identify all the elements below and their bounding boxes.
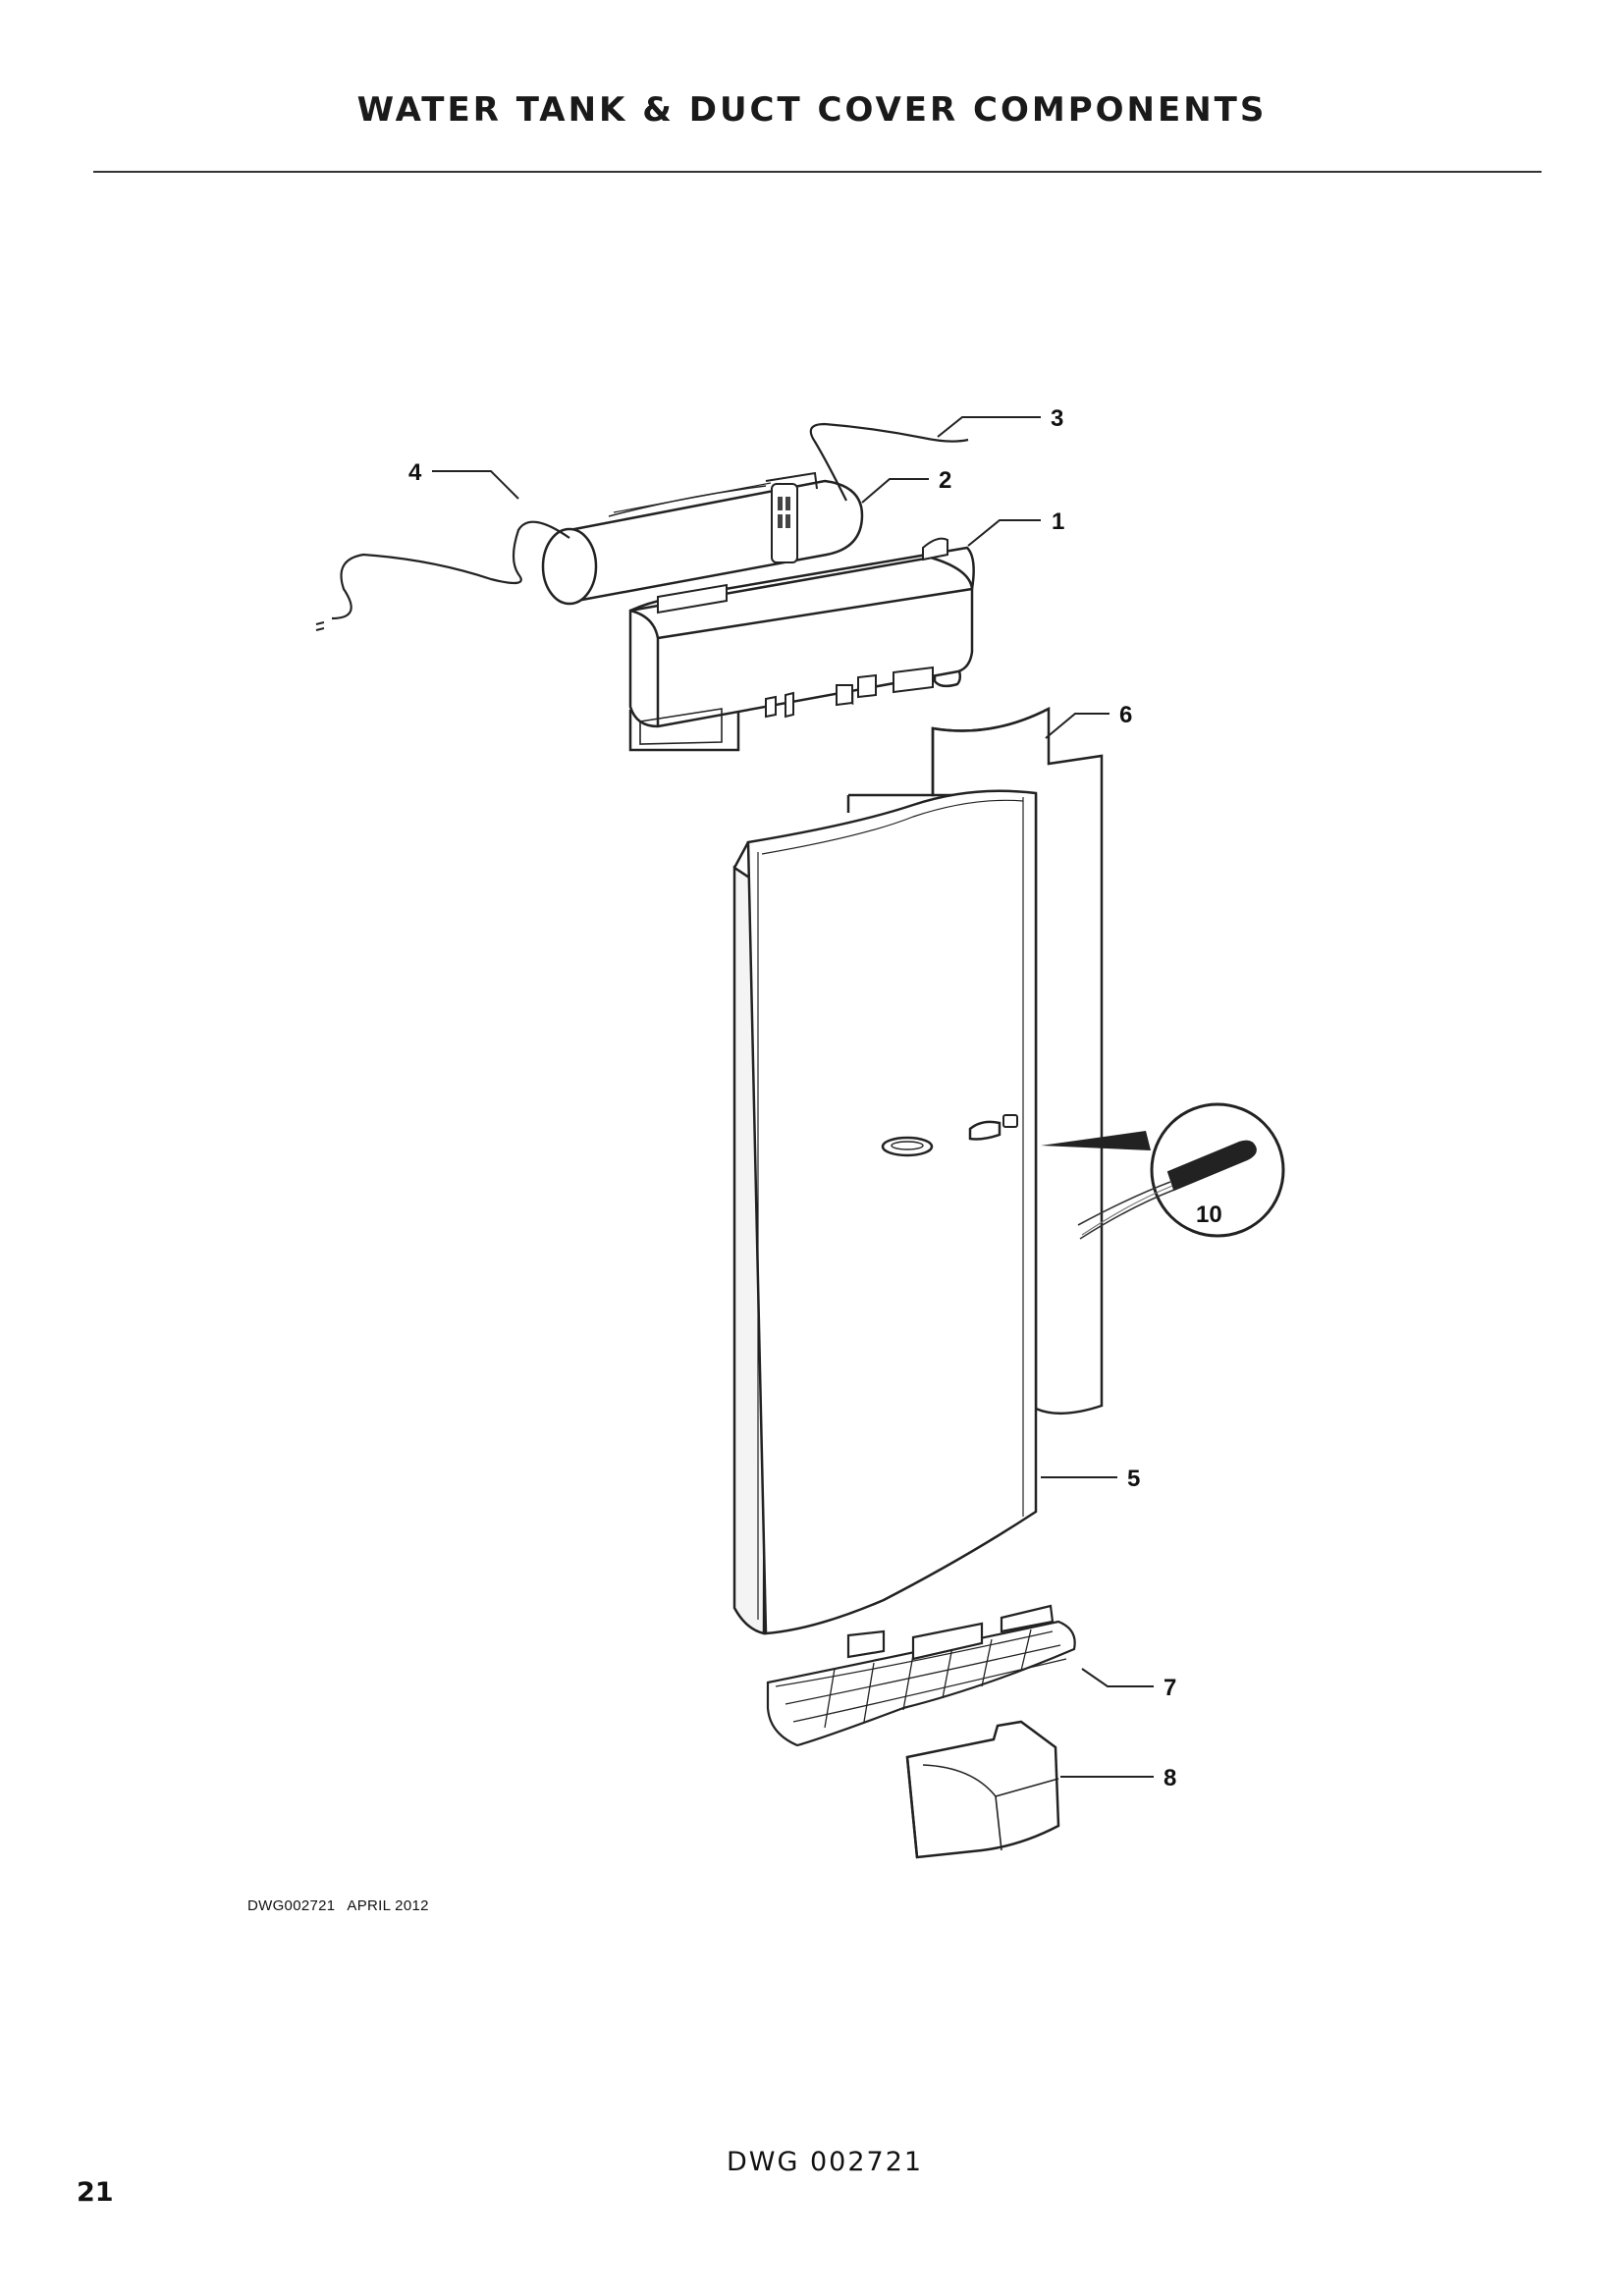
leader-line-4 [432, 470, 519, 500]
part-4-wire-tip [315, 621, 325, 631]
callout-3: 3 [1051, 405, 1063, 432]
part-3-wire [809, 422, 969, 502]
part-8-bottom-cover [905, 1720, 1060, 1859]
callout-5: 5 [1127, 1466, 1140, 1492]
callout-2: 2 [939, 467, 951, 494]
leader-line-7 [1081, 1668, 1154, 1687]
page-title: WATER TANK & DUCT COVER COMPONENTS [356, 90, 1268, 130]
callout-1: 1 [1052, 508, 1064, 535]
callout-8: 8 [1164, 1765, 1176, 1791]
title-divider [93, 171, 1542, 173]
drawing-date: APRIL 2012 [347, 1897, 429, 1914]
callout-7: 7 [1164, 1675, 1176, 1701]
part-7-grille [766, 1604, 1076, 1747]
callout-4: 4 [408, 459, 422, 486]
part-5-duct-cover [732, 789, 1038, 1635]
leader-line-3 [937, 416, 1041, 438]
drawing-number: DWG002721 [247, 1897, 336, 1914]
part-1-duct-housing [628, 537, 975, 752]
part-4-wire [331, 520, 570, 620]
part-10-sensor-detail [1041, 1102, 1285, 1240]
drawing-reference: DWG002721 APRIL 2012 [247, 1897, 441, 1914]
callout-6: 6 [1119, 702, 1132, 728]
leader-line-1 [967, 519, 1041, 547]
part-2-water-tank [541, 471, 864, 606]
leader-line-6 [1045, 713, 1110, 739]
footer-dwg-label: DWG 002721 [727, 2147, 924, 2177]
leader-lines [432, 416, 1154, 1778]
part-6-rear-panel [846, 706, 1104, 1415]
callout-10: 10 [1196, 1201, 1222, 1228]
page-number: 21 [77, 2177, 114, 2208]
leader-line-2 [861, 478, 929, 504]
